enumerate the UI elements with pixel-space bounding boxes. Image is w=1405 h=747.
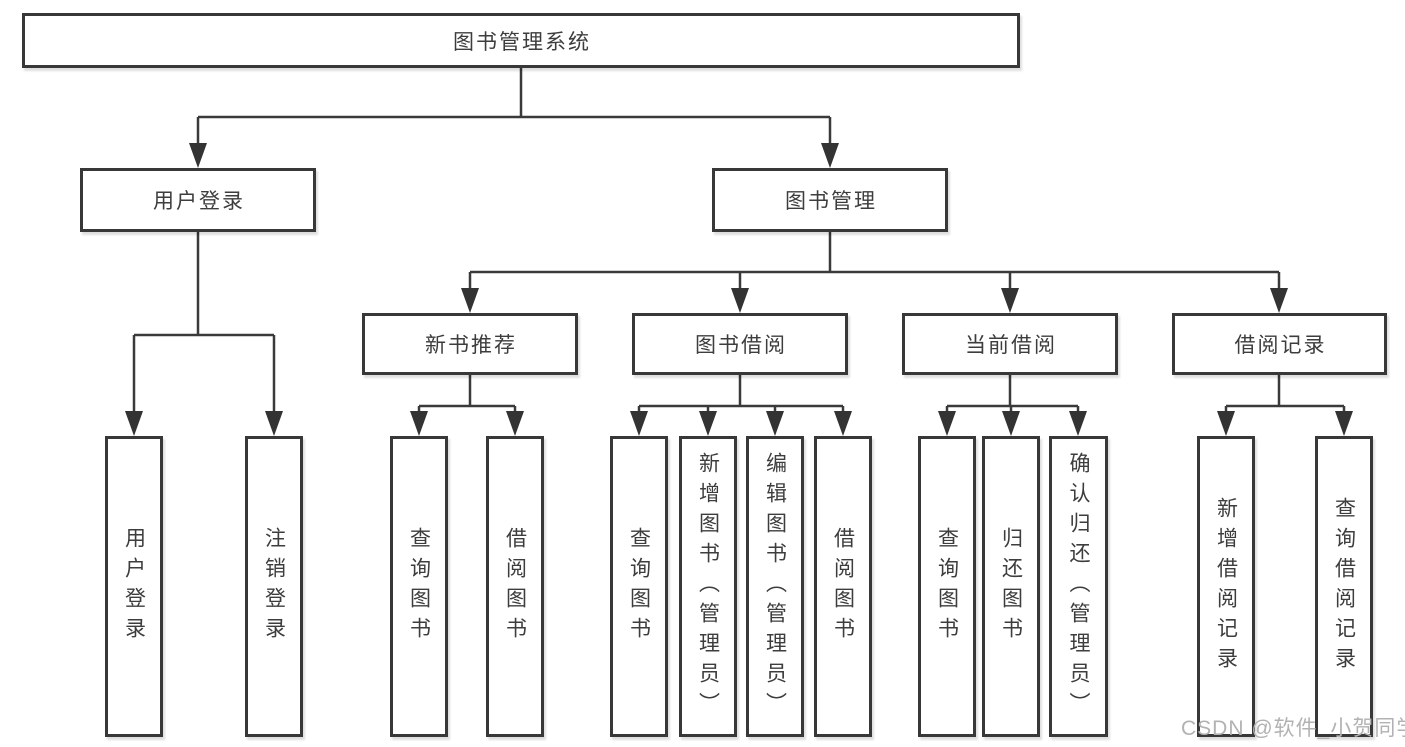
- arrow-down-icon: [834, 411, 852, 436]
- node-book-management-label: 图书管理: [785, 190, 877, 213]
- tree-branches: [132, 68, 1346, 414]
- leaf-bb-edit-books-admin: 编辑图书（管理员）: [746, 436, 804, 737]
- leaf-cb-return-books: 归还图书: [982, 436, 1040, 737]
- arrow-down-icon: [731, 288, 749, 313]
- arrow-down-icon: [699, 411, 717, 436]
- node-root: 图书管理系统: [22, 13, 1020, 68]
- arrow-down-icon: [410, 411, 428, 436]
- leaf-br-add-record: 新增借阅记录: [1197, 436, 1255, 737]
- leaf-nbr-borrow-books-label: 借阅图书: [503, 526, 527, 647]
- node-user-login-label: 用户登录: [153, 190, 245, 213]
- leaf-cb-confirm-return-admin: 确认归还（管理员）: [1049, 436, 1108, 737]
- node-book-management: 图书管理: [712, 168, 948, 232]
- arrow-down-icons: [125, 143, 1353, 436]
- node-borrowing-records: 借阅记录: [1172, 313, 1387, 375]
- leaf-bb-query-books: 查询图书: [610, 436, 668, 737]
- leaf-nbr-query-books: 查询图书: [390, 436, 448, 737]
- node-root-label: 图书管理系统: [453, 30, 591, 54]
- leaf-bb-edit-books-admin-label: 编辑图书（管理员）: [763, 451, 787, 722]
- leaf-nbr-query-books-label: 查询图书: [407, 526, 431, 647]
- leaf-br-query-record: 查询借阅记录: [1315, 436, 1373, 737]
- arrow-down-icon: [1069, 411, 1087, 436]
- leaf-bb-add-books-admin-label: 新增图书（管理员）: [696, 451, 720, 722]
- node-current-borrowing-label: 当前借阅: [965, 334, 1057, 357]
- node-current-borrowing: 当前借阅: [902, 313, 1118, 375]
- leaf-cb-query-books-label: 查询图书: [935, 526, 959, 647]
- node-borrowing-records-label: 借阅记录: [1234, 334, 1327, 357]
- arrow-down-icon: [630, 411, 648, 436]
- csdn-watermark: CSDN @软件_小贺同学: [1181, 717, 1405, 740]
- leaf-user-login-label: 用户登录: [122, 526, 146, 647]
- leaf-cb-return-books-label: 归还图书: [999, 526, 1023, 647]
- leaf-cb-confirm-return-admin-label: 确认归还（管理员）: [1067, 451, 1090, 722]
- node-new-book-recommend: 新书推荐: [362, 313, 578, 375]
- arrow-down-icon: [766, 411, 784, 436]
- arrow-down-icon: [506, 411, 524, 436]
- node-user-login: 用户登录: [80, 168, 316, 232]
- arrow-down-icon: [1335, 411, 1353, 436]
- leaf-bb-add-books-admin: 新增图书（管理员）: [679, 436, 737, 737]
- arrow-down-icon: [1217, 411, 1235, 436]
- arrow-down-icon: [125, 411, 143, 436]
- leaf-br-add-record-label: 新增借阅记录: [1214, 496, 1238, 677]
- leaf-user-login: 用户登录: [105, 436, 163, 737]
- leaf-cb-query-books: 查询图书: [918, 436, 976, 737]
- arrow-down-icon: [189, 143, 207, 168]
- node-book-borrowing-label: 图书借阅: [695, 334, 787, 357]
- arrow-down-icon: [1001, 288, 1019, 313]
- arrow-down-icon: [821, 143, 839, 168]
- arrow-down-icon: [265, 411, 283, 436]
- arrow-down-icon: [1270, 288, 1288, 313]
- arrow-down-icon: [938, 411, 956, 436]
- leaf-bb-query-books-label: 查询图书: [627, 526, 651, 647]
- node-book-borrowing: 图书借阅: [632, 313, 848, 375]
- leaf-br-query-record-label: 查询借阅记录: [1332, 496, 1356, 677]
- leaf-nbr-borrow-books: 借阅图书: [486, 436, 544, 737]
- leaf-logout-label: 注销登录: [262, 526, 286, 647]
- node-new-book-recommend-label: 新书推荐: [425, 334, 517, 357]
- leaf-logout: 注销登录: [245, 436, 303, 737]
- arrow-down-icon: [461, 288, 479, 313]
- arrow-down-icon: [1002, 411, 1020, 436]
- leaf-bb-borrow-books-label: 借阅图书: [831, 526, 855, 647]
- leaf-bb-borrow-books: 借阅图书: [814, 436, 872, 737]
